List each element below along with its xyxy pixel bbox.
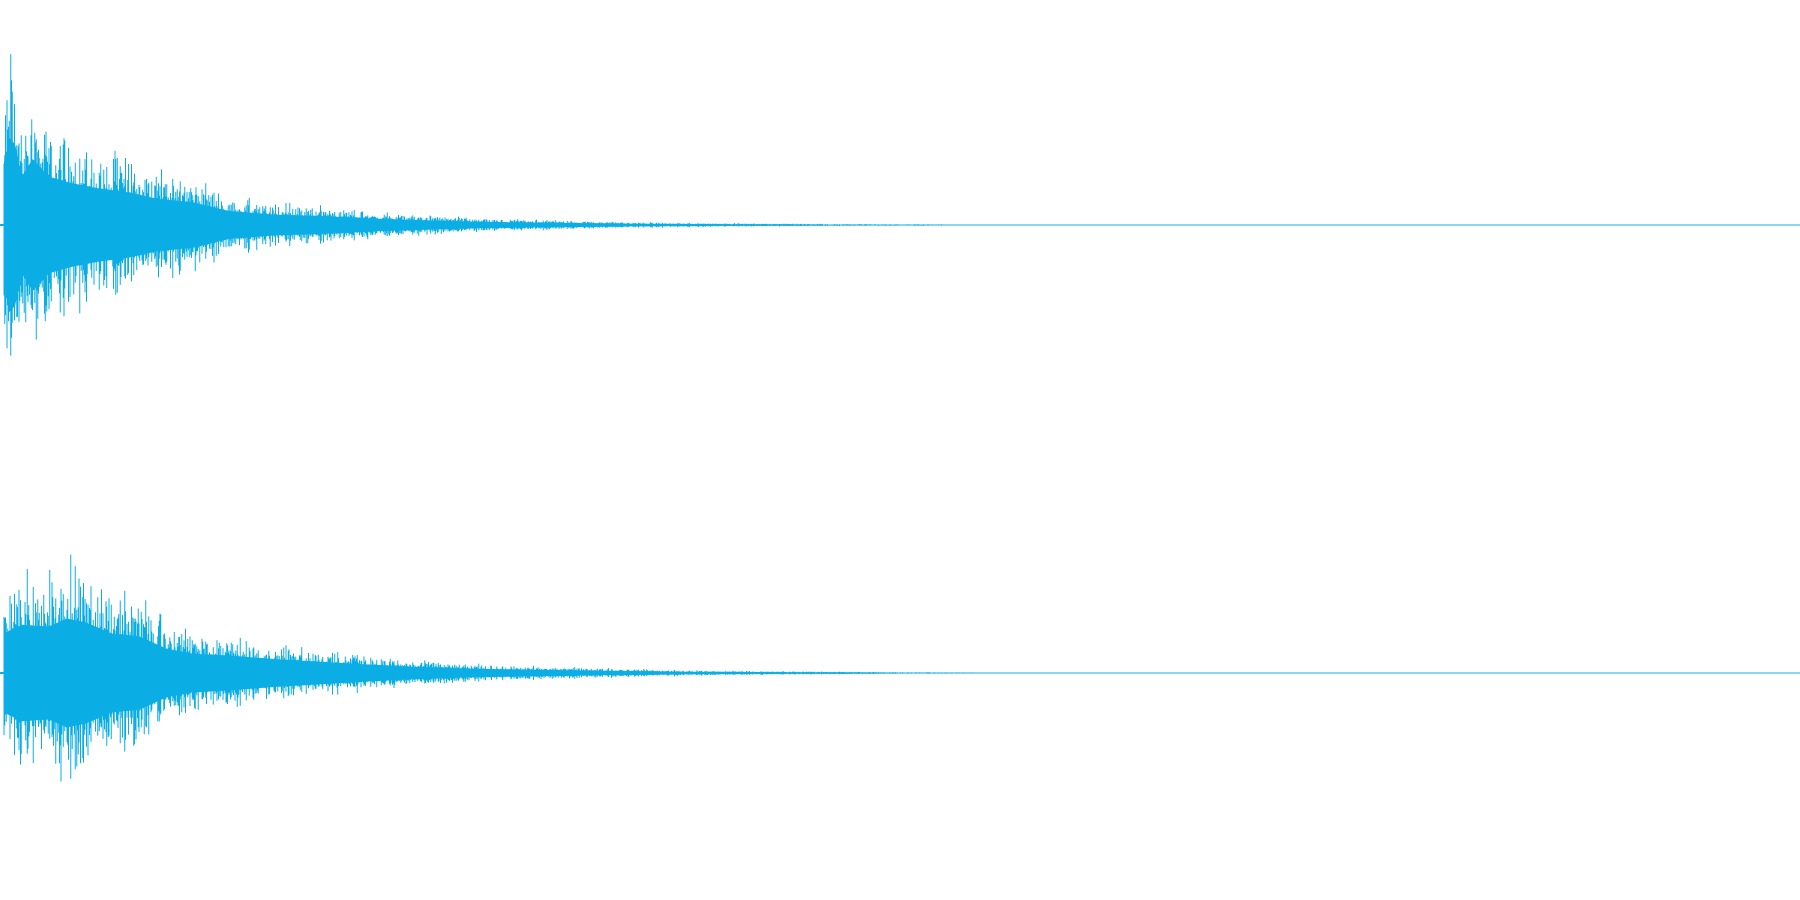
channel-1-amplitude-core [3, 138, 958, 312]
channel-1-waveform [0, 54, 1800, 356]
channel-2-waveform [0, 554, 1800, 782]
channel-2-amplitude-core [3, 618, 990, 728]
